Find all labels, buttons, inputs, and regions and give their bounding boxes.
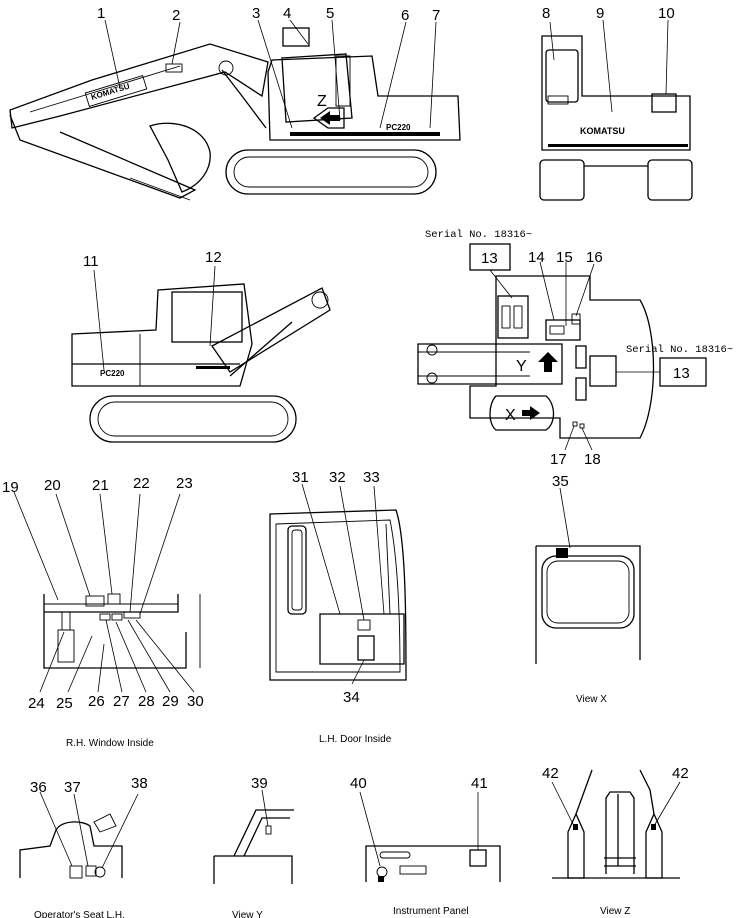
callout-11: 11 [83,253,99,270]
view-marker-z: Z [317,93,327,110]
callout-28: 28 [138,693,155,710]
callout-9: 9 [596,5,604,22]
excavator-top-view [417,243,707,451]
caption-instrument-panel: Instrument Panel [393,906,469,917]
caption-rh-window-inside: R.H. Window Inside [66,738,154,749]
callout-34: 34 [343,689,360,706]
callout-36: 36 [30,779,47,796]
model-decal-side: PC220 [386,123,411,132]
callout-41: 41 [471,775,488,792]
serial-note-top: Serial No. 18316~ [425,229,532,241]
callout-42-right: 42 [672,765,689,782]
view-z [551,769,681,879]
callout-5: 5 [326,5,334,22]
caption-operator-seat: Operator's Seat L.H. [34,910,125,918]
callout-29: 29 [162,693,179,710]
excavator-side-view: Z KOMATSU [9,19,461,201]
callout-40: 40 [350,775,367,792]
callout-2: 2 [172,7,180,24]
callout-10: 10 [658,5,675,22]
callout-21: 21 [92,477,109,494]
callout-39: 39 [251,775,268,792]
callout-16: 16 [586,249,603,266]
callout-14: 14 [528,249,545,266]
callout-13-top: 13 [481,250,498,267]
callout-8: 8 [542,5,550,22]
view-x [535,487,641,664]
callout-15: 15 [556,249,573,266]
callout-25: 25 [56,695,73,712]
caption-view-x: View X [576,694,607,705]
callout-24: 24 [28,695,45,712]
excavator-left-view [71,265,331,443]
callout-22: 22 [133,475,150,492]
callout-33: 33 [363,469,380,486]
callout-26: 26 [88,693,105,710]
caption-view-z: View Z [600,906,630,917]
caption-lh-door-inside: L.H. Door Inside [319,734,392,745]
callout-3: 3 [252,5,260,22]
view-marker-y: Y [516,358,527,375]
callout-4: 4 [283,5,291,22]
callout-31: 31 [292,469,309,486]
komatsu-rear-decal: KOMATSU [580,126,625,136]
callout-1: 1 [97,5,105,22]
caption-view-y: View Y [232,910,263,918]
callout-42-left: 42 [542,765,559,782]
callout-27: 27 [113,693,130,710]
callout-18: 18 [584,451,601,468]
callout-23: 23 [176,475,193,492]
view-marker-x: X [505,407,516,424]
serial-note-right: Serial No. 18316~ [626,344,733,356]
callout-20: 20 [44,477,61,494]
operator-seat-view [19,791,139,879]
model-decal-lh: PC220 [100,369,125,378]
callout-12: 12 [205,249,222,266]
callout-32: 32 [329,469,346,486]
lh-door-inside-view [269,483,407,685]
instrument-panel-view [359,791,501,882]
view-y [213,789,294,884]
rh-window-inside-view [13,491,201,693]
callout-38: 38 [131,775,148,792]
callout-30: 30 [187,693,204,710]
callout-6: 6 [401,7,409,24]
excavator-rear-view [539,19,693,201]
callout-7: 7 [432,7,440,24]
callout-17: 17 [550,451,567,468]
callout-37: 37 [64,779,81,796]
callout-35: 35 [552,473,569,490]
callout-19: 19 [2,479,19,496]
callout-13-right: 13 [673,365,690,382]
